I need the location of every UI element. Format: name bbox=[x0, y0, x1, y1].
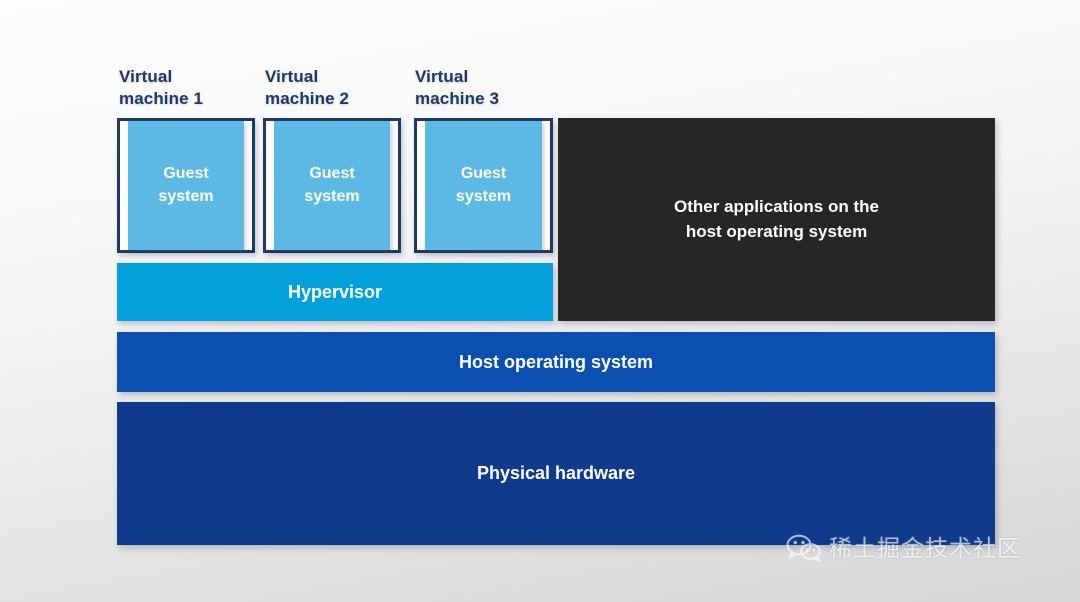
other-applications-layer[interactable]: Other applications on the host operating… bbox=[558, 118, 995, 321]
vm-box-1[interactable]: Guest system bbox=[117, 118, 255, 253]
vm-label-2: Virtual machine 2 bbox=[265, 67, 350, 109]
vm-label-3: Virtual machine 3 bbox=[415, 67, 500, 109]
vm-box-3[interactable]: Guest system bbox=[414, 118, 553, 253]
physical-hardware-layer[interactable]: Physical hardware bbox=[117, 402, 995, 545]
vm-box-2[interactable]: Guest system bbox=[263, 118, 401, 253]
vm-label-1: Virtual machine 1 bbox=[119, 67, 204, 109]
host-operating-system-layer[interactable]: Host operating system bbox=[117, 332, 995, 392]
hypervisor-layer[interactable]: Hypervisor bbox=[117, 263, 553, 321]
guest-system-box-3[interactable]: Guest system bbox=[425, 121, 542, 250]
guest-system-box-2[interactable]: Guest system bbox=[274, 121, 390, 250]
guest-system-box-1[interactable]: Guest system bbox=[128, 121, 244, 250]
